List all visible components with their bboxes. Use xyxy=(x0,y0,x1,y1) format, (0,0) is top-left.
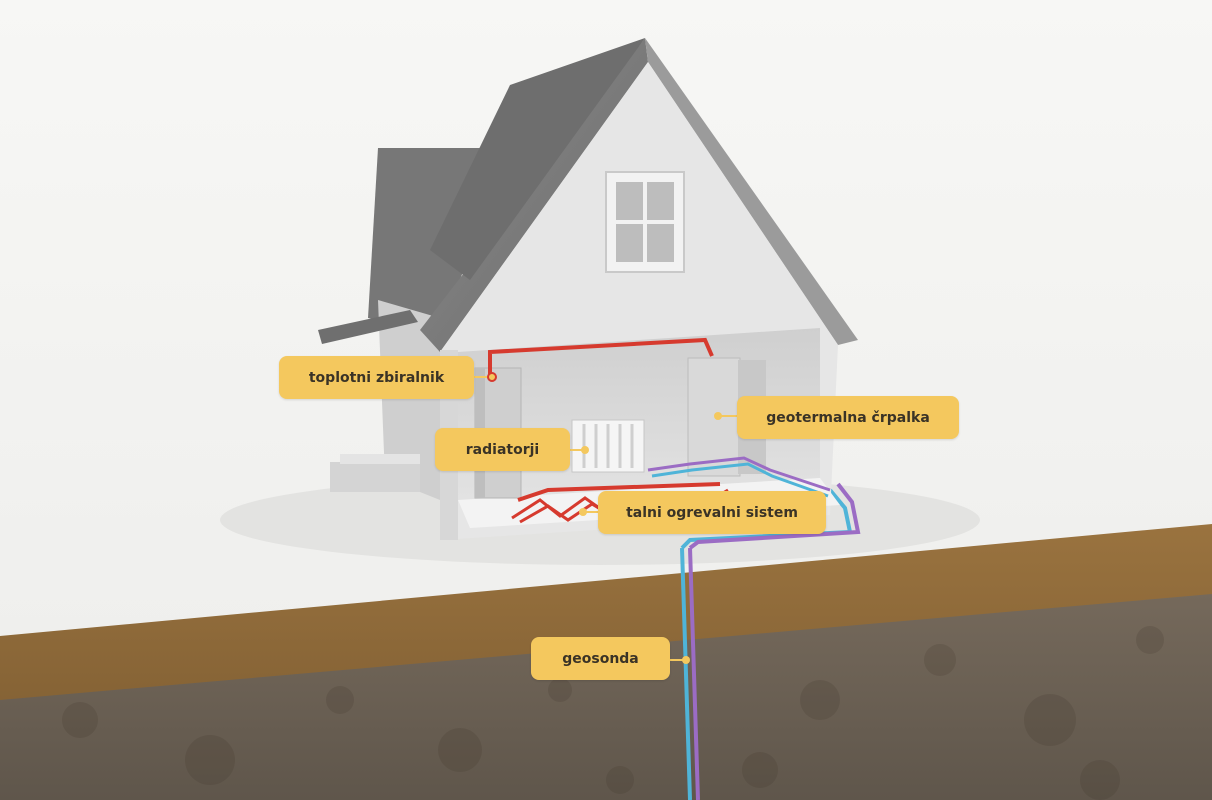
dot-marker-icon xyxy=(487,372,497,382)
soil-texture xyxy=(62,626,1164,800)
label-heat-pump: geotermalna črpalka xyxy=(737,396,959,439)
label-ground-probe: geosonda xyxy=(531,637,670,680)
ground-probe-pipes xyxy=(680,482,861,800)
side-wall xyxy=(378,300,440,500)
dot-marker-icon xyxy=(714,412,722,420)
dot-marker-icon xyxy=(581,446,589,454)
roof-back-slope xyxy=(430,38,645,280)
label-radiators: radiatorji xyxy=(435,428,570,471)
main-roof-right xyxy=(645,38,858,345)
return-pipes xyxy=(647,456,831,498)
porch-step-top xyxy=(340,454,420,464)
porch-canopy xyxy=(318,310,418,344)
porch-step xyxy=(330,462,420,492)
radiator-unit xyxy=(571,419,645,473)
label-floor-heating: talni ogrevalni sistem xyxy=(598,491,826,534)
label-heat-storage: toplotni zbiralnik xyxy=(279,356,474,399)
connector-dots xyxy=(487,372,722,664)
dot-marker-icon xyxy=(682,656,690,664)
hot-pipes xyxy=(488,337,721,502)
soil-deep-layer xyxy=(0,594,1212,800)
dot-marker-icon xyxy=(579,508,587,516)
main-roof-left xyxy=(420,38,648,352)
